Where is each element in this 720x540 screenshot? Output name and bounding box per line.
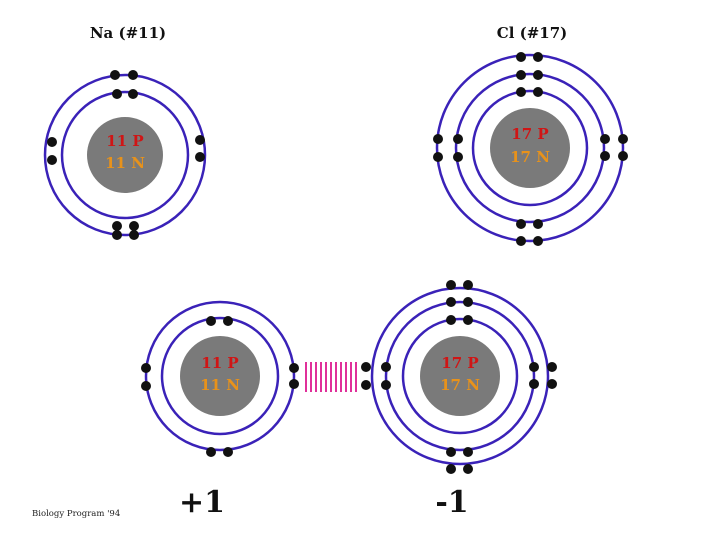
na-atom-title: Na (#11) (90, 24, 166, 42)
na-proton-count: 11 P (106, 132, 143, 150)
na-middle-shell (60, 90, 190, 220)
cl-ion-nucleus (420, 336, 500, 416)
cl-ion: 17 P 17 N (361, 280, 557, 474)
cl-ion-neutron-count: 17 N (440, 376, 480, 394)
na-atom: 11 P 11 N (43, 70, 207, 240)
credit-text: Biology Program '94 (32, 509, 120, 519)
ionic-bond (305, 362, 357, 392)
na-ion-proton-count: 11 P (201, 354, 238, 372)
cl-neutron-count: 17 N (510, 148, 550, 166)
cl-ion-middle-shell (384, 300, 536, 452)
cl-ion-outer-shell (370, 286, 550, 466)
na-ion-inner-shell (160, 316, 280, 436)
cl-nucleus (490, 108, 570, 188)
na-ion-electrons (141, 316, 299, 457)
na-neutron-count: 11 N (105, 154, 145, 172)
na-ion: 11 P 11 N (141, 300, 299, 457)
na-ion-charge: +1 (179, 485, 225, 520)
cl-electrons (433, 52, 628, 246)
cl-ion-electrons (361, 280, 557, 474)
cl-atom-title: Cl (#17) (497, 24, 568, 42)
cl-ion-charge: -1 (435, 485, 468, 520)
na-nucleus (87, 117, 163, 193)
cl-proton-count: 17 P (511, 125, 548, 143)
na-ion-nucleus (180, 336, 260, 416)
cl-inner-shell (471, 89, 589, 207)
na-ion-outer-shell (144, 300, 296, 452)
na-ion-neutron-count: 11 N (200, 376, 240, 394)
cl-outer-shell (435, 53, 625, 243)
cl-middle-shell (454, 72, 606, 224)
cl-atom: 17 P 17 N (433, 52, 628, 246)
cl-ion-proton-count: 17 P (441, 354, 478, 372)
cl-ion-inner-shell (401, 317, 519, 435)
na-electrons (47, 70, 205, 240)
na-outer-shell (43, 73, 207, 237)
